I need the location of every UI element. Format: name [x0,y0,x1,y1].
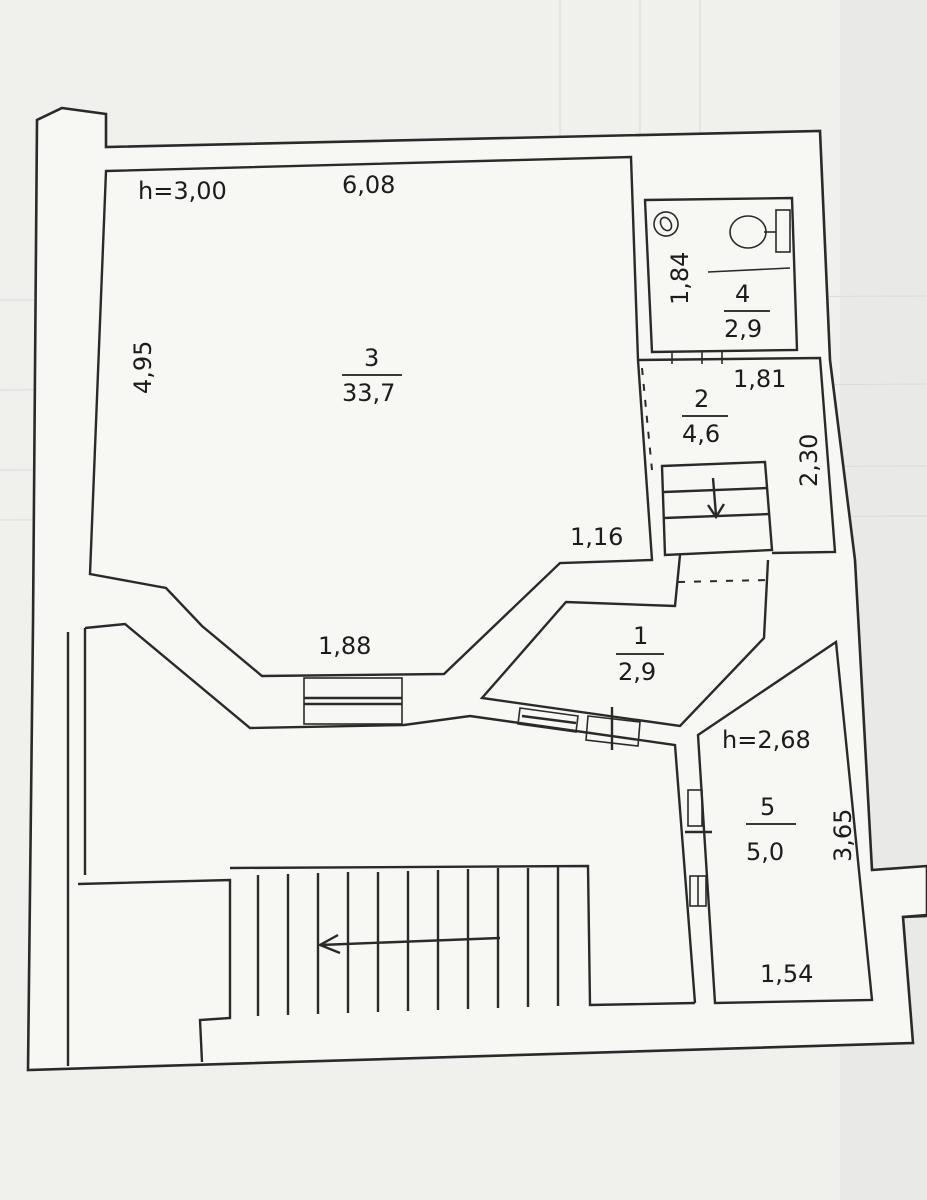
room-3-outline [88,155,654,678]
room4-area: 2,9 [724,315,762,343]
room5-number: 5 [760,793,775,821]
room5-area: 5,0 [746,838,784,866]
room1-number: 1 [633,622,648,650]
room5-depth-dimension: 3,65 [829,809,857,862]
room3-width-dimension: 6,08 [342,171,395,199]
outer-wall [26,106,927,1072]
room2-number: 2 [694,385,709,413]
bevel-short-dimension: 1,16 [570,523,623,551]
small-staircase [660,460,774,557]
door-room1 [517,707,641,750]
room-2-outline [637,356,837,555]
sink-icon [653,211,679,237]
labels: h=3,00 6,08 4,95 3 33,7 1,84 4 2,9 1,81 … [129,171,857,988]
room3-depth-dimension: 4,95 [129,341,157,394]
doorway-room3 [303,677,403,725]
height-room5-label: h=2,68 [722,726,811,754]
main-staircase [256,867,560,1016]
outer-wall-right-gap [902,914,927,919]
toilet-icon [729,209,791,253]
room2-area: 4,6 [682,420,720,448]
room2-depth-dimension: 2,30 [795,434,823,487]
lower-hall [66,622,697,1066]
room-5-outline [685,639,874,1005]
room3-number: 3 [364,344,379,372]
room4-side-dimension: 1,84 [666,252,694,305]
bevel-bottom-dimension: 1,88 [318,632,371,660]
room3-area: 33,7 [342,379,395,407]
room2-width-dimension: 1,81 [733,365,786,393]
room-1-outline [479,554,770,728]
room5-width-dimension: 1,54 [760,960,813,988]
room1-area: 2,9 [618,658,656,686]
height-main-label: h=3,00 [138,177,227,205]
room4-number: 4 [735,280,750,308]
room-4-outline [643,196,799,364]
